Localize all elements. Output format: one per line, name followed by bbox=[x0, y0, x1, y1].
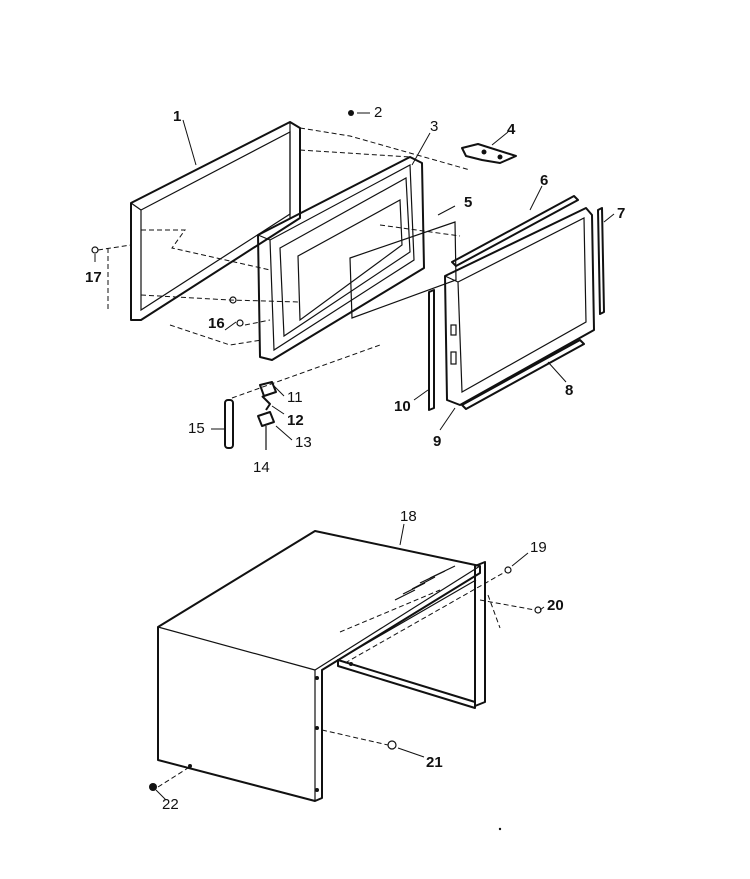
callout-2: 2 bbox=[374, 104, 382, 121]
callout-9: 9 bbox=[433, 433, 441, 450]
callout-18: 18 bbox=[400, 508, 417, 525]
bottom-trim-strip bbox=[461, 339, 585, 410]
callout-6: 6 bbox=[540, 172, 548, 189]
callout-labels: 1 2 3 4 5 6 7 8 9 10 11 12 13 14 15 16 1… bbox=[85, 104, 625, 813]
cabinet-shell bbox=[157, 530, 486, 802]
inner-door-liner bbox=[444, 207, 595, 406]
callout-7: 7 bbox=[617, 205, 625, 222]
callout-15: 15 bbox=[188, 420, 205, 437]
callout-1: 1 bbox=[173, 108, 181, 125]
callout-13: 13 bbox=[295, 434, 312, 451]
callout-5: 5 bbox=[464, 194, 472, 211]
door-alignment-lines bbox=[97, 127, 471, 399]
callout-4: 4 bbox=[507, 121, 516, 138]
callout-12: 12 bbox=[287, 412, 304, 429]
callout-20: 20 bbox=[547, 597, 564, 614]
callout-11: 11 bbox=[287, 389, 303, 406]
callout-10: 10 bbox=[394, 398, 411, 415]
top-trim-strip bbox=[451, 195, 579, 267]
cabinet-screws bbox=[149, 566, 542, 791]
door-screws bbox=[91, 110, 354, 327]
callout-14: 14 bbox=[253, 459, 270, 476]
glass-pane bbox=[349, 221, 457, 319]
callout-16: 16 bbox=[208, 315, 225, 332]
leader-lines bbox=[94, 112, 615, 801]
hinge-parts bbox=[224, 381, 277, 450]
callout-21: 21 bbox=[426, 754, 443, 771]
callout-17: 17 bbox=[85, 269, 102, 286]
callout-3: 3 bbox=[430, 118, 438, 135]
door-outer-frame bbox=[130, 121, 301, 321]
right-trim-strip bbox=[597, 207, 605, 315]
callout-22: 22 bbox=[162, 796, 179, 813]
cabinet-alignment-lines bbox=[157, 571, 536, 788]
left-trim-strip bbox=[428, 289, 435, 411]
hinge-bracket bbox=[461, 143, 517, 164]
callout-8: 8 bbox=[565, 382, 573, 399]
door-panel bbox=[257, 156, 425, 361]
callout-19: 19 bbox=[530, 539, 547, 556]
